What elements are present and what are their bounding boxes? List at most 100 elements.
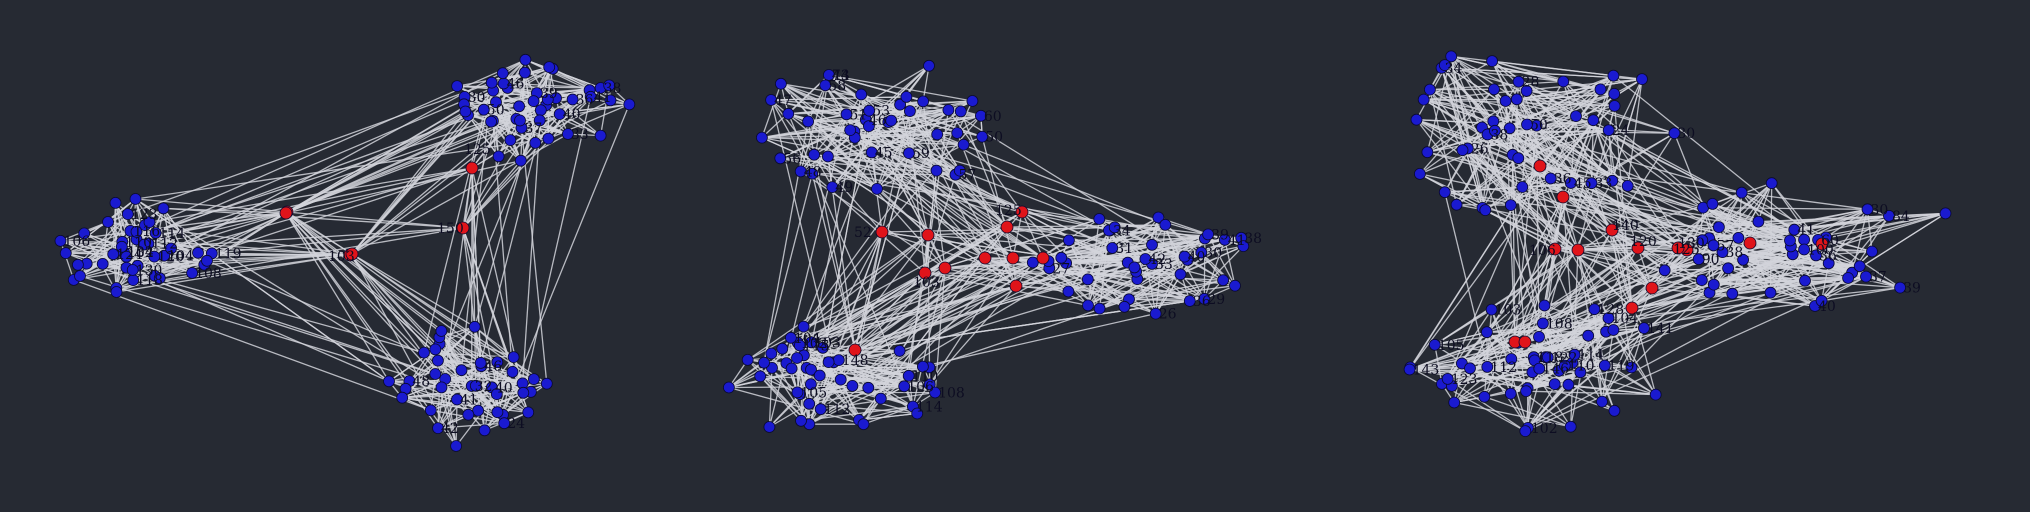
hub-node-label: 52 (854, 225, 872, 241)
graph-node (491, 356, 504, 369)
graph-node (462, 408, 475, 421)
graph-node (429, 343, 442, 356)
graph-node (107, 248, 120, 261)
graph-node (1608, 88, 1621, 100)
bridge-edge (1518, 81, 1823, 245)
bridge-edge (1539, 165, 1819, 241)
graph-node (1533, 330, 1545, 343)
edge (135, 137, 549, 200)
hub-node-label: 106 (1529, 243, 1556, 259)
graph-node (1568, 348, 1581, 361)
node-label: 27 (1052, 261, 1070, 277)
graph-node (109, 196, 122, 209)
graph-node (490, 96, 502, 109)
node-label: 123 (1451, 372, 1478, 388)
node-label: 103 (1495, 303, 1522, 319)
edge (548, 66, 561, 115)
edge (1601, 327, 1645, 402)
graph-node (1505, 353, 1518, 365)
graph-node (1784, 234, 1796, 247)
edge (1516, 98, 1613, 182)
graph-node (1424, 83, 1436, 96)
graph-node (1504, 387, 1517, 400)
node-label: 114 (916, 400, 943, 416)
node-label: 58 (828, 78, 846, 94)
graph-node (1183, 295, 1196, 307)
edge (1851, 212, 1946, 274)
edge (800, 369, 812, 421)
graph-node (723, 381, 735, 394)
graph-node (514, 114, 526, 127)
graph-node (874, 392, 887, 405)
graph-node (506, 365, 519, 378)
graph-node (1822, 257, 1835, 270)
graph-node (763, 421, 776, 433)
graph-node (1139, 253, 1152, 265)
node-label: 120 (157, 250, 184, 266)
graph-node (1596, 395, 1608, 408)
bridge-node (456, 221, 470, 235)
graph-node (775, 77, 787, 90)
bridge-edge (905, 96, 1017, 287)
graph-node (900, 91, 913, 103)
graph-node (785, 362, 798, 375)
node-label: 105 (800, 385, 827, 401)
edge (1713, 265, 1860, 286)
bridge-edge (909, 110, 986, 259)
bridge-edge (1509, 128, 1526, 343)
graph-node (1636, 73, 1648, 85)
bridge-edge (135, 198, 288, 213)
graph-node (1198, 292, 1211, 305)
edge (79, 275, 529, 414)
graph-node (435, 325, 448, 337)
node-label: 30 (1871, 202, 1889, 218)
graph-node (741, 353, 754, 366)
edge (521, 110, 542, 384)
edge (768, 114, 848, 428)
bridge-edge (351, 111, 466, 255)
hub-node-label: 125 (995, 203, 1022, 219)
graph-node (584, 90, 597, 103)
node-label: 47 (774, 93, 792, 109)
node-label: 50 (985, 130, 1003, 146)
graph-node (450, 440, 463, 452)
graph-node (1499, 95, 1512, 107)
node-label: 41 (1228, 233, 1246, 249)
bridge-edge (854, 258, 1146, 351)
edge (1491, 60, 1577, 117)
graph-node (1159, 218, 1172, 231)
graph-node (1438, 59, 1451, 71)
bridge-edge (927, 234, 1185, 258)
graph-node (165, 242, 177, 255)
graph-node (765, 347, 778, 360)
graph-node (1658, 264, 1671, 277)
graph-node (1428, 338, 1441, 351)
edge (1484, 371, 1581, 398)
edge (828, 74, 1111, 231)
graph-node (894, 98, 906, 111)
graph-node (1489, 124, 1501, 137)
bridge-node (848, 343, 862, 357)
edge (1483, 119, 1594, 398)
edge (1440, 67, 1484, 209)
bridge-edge (1749, 242, 1873, 253)
graph-node (1521, 118, 1533, 131)
graph-node (429, 368, 442, 380)
graph-node (1237, 240, 1250, 253)
graph-node (527, 95, 540, 107)
bridge-edge (854, 233, 1209, 351)
bridge-node (1631, 241, 1645, 255)
graph-node (1594, 83, 1607, 96)
bridge-node (279, 206, 293, 220)
edge (809, 403, 918, 415)
node-label: 38 (604, 81, 622, 97)
node-layer (723, 59, 1250, 433)
bridge-edge (1447, 341, 1516, 380)
graph-node (844, 124, 857, 137)
edge (135, 198, 390, 382)
graph-node (1765, 177, 1778, 190)
bridge-edge (1577, 249, 1603, 402)
bridge-edge (797, 231, 883, 344)
bridge-edge (1539, 165, 1653, 289)
edge (936, 134, 961, 171)
